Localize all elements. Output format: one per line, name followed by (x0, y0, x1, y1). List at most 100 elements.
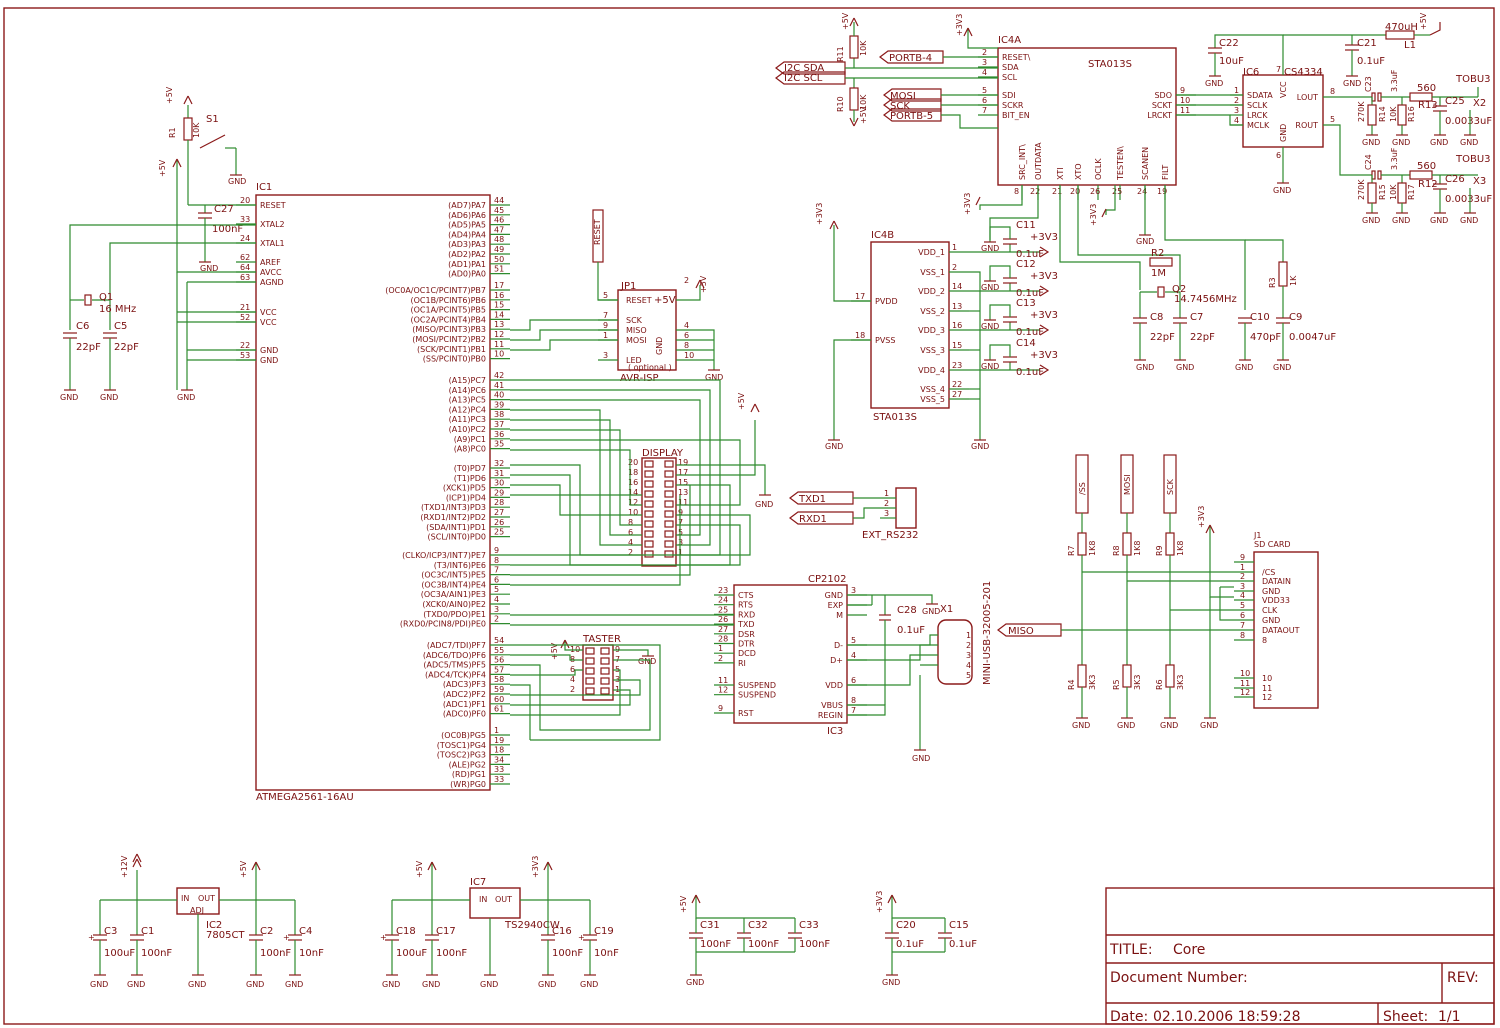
pin-number: 9 (1180, 86, 1185, 95)
pin-number: 1 (1240, 563, 1245, 572)
ext-rs232: EXT_RS232 TXD1 RXD1 1 2 3 (789, 487, 918, 541)
rs232-pin-1: 1 (884, 489, 889, 498)
pin-name: (ICP1)PD4 (446, 493, 486, 502)
pin-pad (600, 647, 610, 655)
pin-number: 24 (240, 234, 250, 243)
cap-polarity: + (88, 933, 95, 942)
pin-pad (585, 647, 595, 655)
x2-ref: X2 (1473, 98, 1486, 109)
c10-gnd: GND (1235, 363, 1253, 372)
pin-name: VSS_5 (920, 395, 945, 404)
r16-gnd: GND (1392, 138, 1410, 147)
c10-ref: C10 (1250, 312, 1270, 323)
gnd-label: GND (246, 980, 264, 989)
usb-pin-number: 5 (966, 671, 971, 680)
cap-ref: C16 (552, 926, 572, 937)
pin-number: 9 (1240, 553, 1245, 562)
usb-pin-number: 1 (966, 631, 971, 640)
pin-name: (OC0A/OC1C/PCINT7)PB7 (385, 286, 486, 295)
pin-number: 22 (952, 380, 962, 389)
testen-gnd: GND (1136, 237, 1154, 246)
resistor-value: 3K3 (1088, 675, 1097, 690)
cap-ref: C2 (260, 926, 273, 937)
cap-value: 100nF (141, 948, 172, 959)
cp2102-left-pins: 23CTS24RTS25RXD26TXD27DSR28DTR1DCD2RI11S… (714, 586, 776, 718)
i2c-scl-net: I2C SCL (784, 73, 823, 84)
pin-name: OCLK (1094, 158, 1103, 180)
cap-value: 100nF (700, 939, 731, 950)
pin-number: 12 (494, 330, 504, 339)
usb-part: MINI-USB-32005-201 (982, 581, 993, 685)
supply-arrow-icon (1039, 364, 1050, 376)
r10-value: 10K (859, 94, 868, 110)
c22-gnd: GND (1205, 79, 1223, 88)
pin-name: GND (1262, 587, 1280, 596)
pin-number: 5 (494, 585, 499, 594)
pin-number: 40 (494, 391, 504, 400)
pin-name: ROUT (1295, 121, 1318, 130)
resistor (1165, 664, 1175, 688)
c26-gnd: GND (1430, 216, 1448, 225)
pin-number: 1 (952, 243, 957, 252)
ic6-part: CS4334 (1284, 67, 1323, 78)
cap-ref: C15 (949, 920, 969, 931)
ic1-atmega: IC1 ATMEGA2561-16AU 20RESET33XTAL224XTAL… (236, 182, 510, 803)
pin-pad (664, 530, 674, 538)
pin-number: 19 (678, 458, 688, 467)
pin-number: 4 (628, 538, 633, 547)
pin-number: 13 (678, 488, 688, 497)
portb4-net: PORTB-4 (889, 53, 932, 64)
taster-ref: TASTER (582, 634, 621, 645)
resistor-ref: R6 (1155, 679, 1164, 690)
pin-number: 20 (1070, 187, 1080, 196)
l1-supply: +5V (1419, 12, 1428, 30)
c23-value: 3.3uF (1390, 69, 1399, 92)
c8-value: 22pF (1150, 332, 1175, 343)
pin-number: 52 (240, 313, 250, 322)
pin-number: 49 (494, 245, 504, 254)
pin-pad (644, 520, 654, 528)
pin-name: 10 (1262, 674, 1272, 683)
pin-number: 2 (718, 654, 723, 663)
cap-value: 0.1uF (1016, 288, 1044, 299)
jp1-gnd: GND (705, 373, 723, 382)
pin-number: 24 (718, 596, 728, 605)
pin-pad (644, 470, 654, 478)
pin-name: SCL (1002, 73, 1018, 82)
cap-value: 0.1uF (1016, 249, 1044, 260)
testen-supply: +3V3 (1089, 204, 1098, 226)
sta013-bottom-pins: 8SRC_INT\22OUTDATA21XTI20XTO26OCLK25TEST… (1014, 142, 1170, 200)
pin-number: 13 (494, 320, 504, 329)
display-supply: +5V (737, 392, 746, 410)
pin-name: AGND (260, 278, 284, 287)
pin-name: GND (825, 591, 843, 600)
pin-number: 2 (1234, 96, 1239, 105)
cap-value: 10nF (299, 948, 324, 959)
gnd-label: GND (538, 980, 556, 989)
cap-lead (989, 304, 1011, 320)
decoupling-3v3-supply: +3V3 (875, 891, 884, 913)
title-block: TITLE: Core Document Number: REV: Date: … (1105, 887, 1495, 1025)
s1-ref: S1 (206, 114, 219, 125)
cap-polarity: + (283, 933, 290, 942)
pin-number: 18 (855, 331, 865, 340)
pin-name: DTR (738, 640, 755, 649)
pin-name: (OC1A/PCINT5)PB5 (410, 306, 486, 315)
pin-name: (AD6)PA6 (448, 211, 486, 220)
sheet-frame (3, 7, 1495, 1025)
usb-pin-number: 2 (966, 641, 971, 650)
pin-number: 59 (494, 685, 504, 694)
cap-supply: +3V3 (1030, 232, 1058, 243)
pin-name: OUTDATA (1034, 142, 1043, 180)
pin-number: 22 (240, 341, 250, 350)
pin-pad (585, 677, 595, 685)
pin-number: 27 (494, 508, 504, 517)
pin-number: 10 (1180, 96, 1190, 105)
c24-ref: C24 (1364, 154, 1373, 170)
pin-number: 6 (1240, 611, 1245, 620)
pin-number: 47 (494, 225, 504, 234)
c6-value: 22pF (76, 342, 101, 353)
pin-number: 4 (1234, 116, 1239, 125)
pin-number: 23 (952, 361, 962, 370)
